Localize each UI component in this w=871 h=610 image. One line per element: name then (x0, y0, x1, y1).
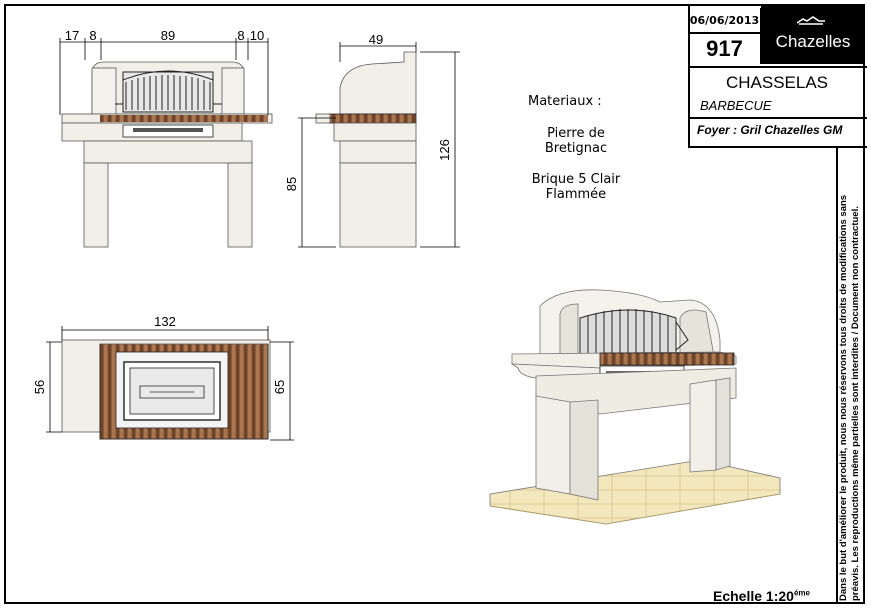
product-category: BARBECUE (700, 98, 772, 113)
material-brick-line2: Flammée (545, 187, 607, 202)
dim-top-56: 56 (32, 380, 47, 394)
perspective-view (489, 289, 781, 525)
materials-heading: Materiaux : (528, 94, 602, 109)
perspective-grill-icon (579, 309, 689, 357)
title-block (688, 6, 867, 148)
disclaimer-column (836, 148, 865, 604)
foyer-label: Foyer : Gril Chazelles GM (697, 123, 843, 137)
dim-front-17: 17 (65, 28, 79, 43)
dim-front-8a: 8 (89, 28, 96, 43)
front-view (61, 61, 273, 248)
brand-mark-icon (796, 16, 825, 25)
title-divider (688, 66, 867, 68)
front-grill-icon (115, 70, 222, 113)
drawing-number: 917 (689, 34, 762, 64)
material-brick: Brique 5 Clair (531, 172, 621, 187)
dim-front-8b: 8 (237, 28, 244, 43)
disclaimer-text: Dans le but d'améliorer le produit, nous… (838, 151, 862, 601)
scale-text: Echelle 1:20 (713, 588, 794, 604)
dim-top-65: 65 (272, 380, 287, 394)
drawing-sheet (4, 4, 865, 604)
dim-front-10: 10 (250, 28, 264, 43)
dim-front-89: 89 (161, 28, 175, 43)
dim-side-49: 49 (369, 32, 383, 47)
product-name: CHASSELAS (725, 73, 829, 92)
title-divider-2 (688, 117, 867, 119)
dim-top-132: 132 (154, 314, 176, 329)
scale-label: Echelle 1:20éme (713, 588, 810, 604)
brand-logo: Chazelles (761, 6, 865, 64)
front-dimensions (59, 38, 269, 115)
dim-side-126: 126 (437, 139, 452, 161)
top-view (61, 339, 271, 440)
scale-suffix: éme (793, 588, 810, 598)
side-view (315, 51, 417, 248)
side-dimensions (298, 42, 460, 248)
dim-side-85: 85 (284, 177, 299, 191)
material-stone: Pierre de (547, 126, 605, 141)
drawing-date: 06/06/2013 (689, 8, 762, 34)
disclaimer-line2: préavis. Les reproductions même partiell… (850, 206, 861, 601)
material-stone-line2: Bretignac (544, 141, 608, 156)
disclaimer-line1: Dans le but d'améliorer le produit, nous… (838, 194, 849, 601)
top-dimensions (46, 326, 294, 441)
